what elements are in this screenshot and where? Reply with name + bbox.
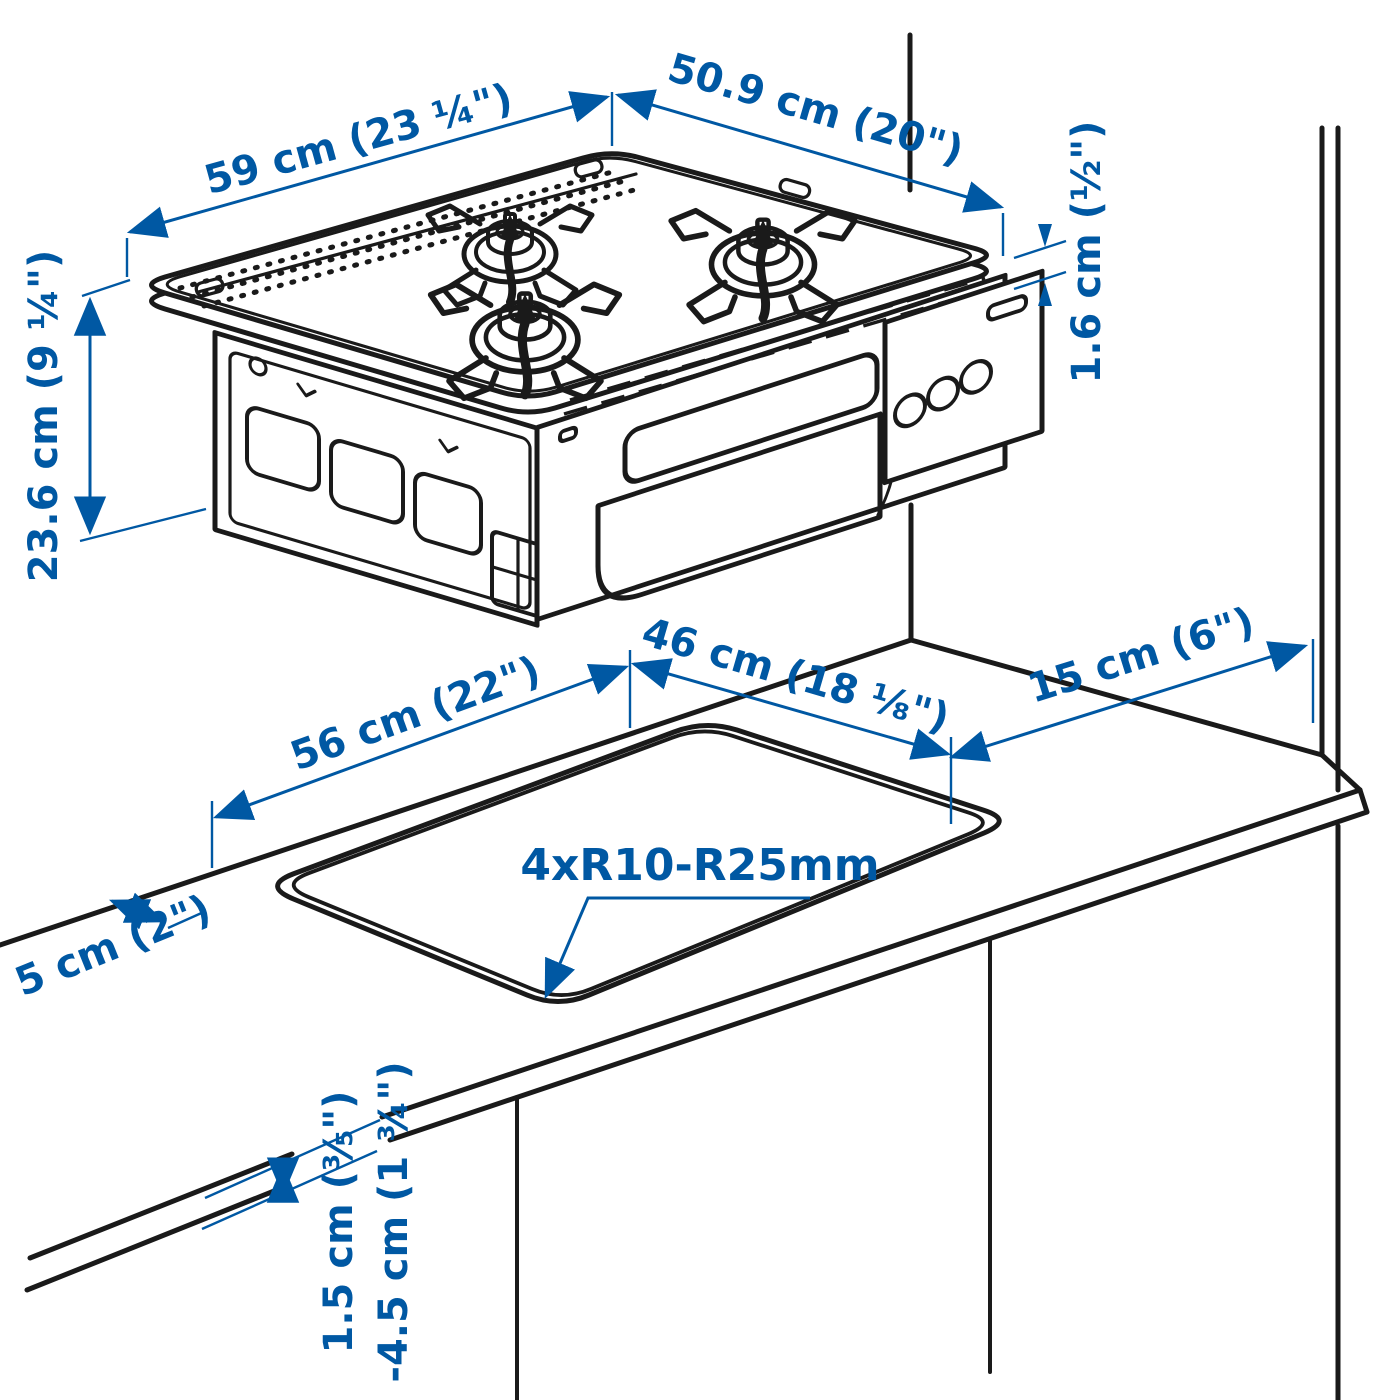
cutout-depth-label: 46 cm (18 ⅛")	[637, 609, 955, 742]
dim-hob-thickness: 1.6 cm (½")	[1013, 121, 1110, 384]
hob-depth-label: 50.9 cm (20")	[663, 45, 969, 174]
vent-slot	[413, 471, 483, 556]
small-slot	[558, 425, 578, 444]
grill-drawer	[595, 411, 883, 601]
hob-body-right	[534, 268, 1045, 623]
knob-icon	[926, 375, 960, 412]
vent-slot	[245, 406, 321, 492]
dim-back-clearance: 5 cm (2")	[9, 886, 218, 1006]
control-panel	[882, 268, 1045, 486]
dim-overhang: 1.5 cm (⅗") -4.5 cm (1 ¾")	[201, 1061, 417, 1383]
back-clearance-label: 5 cm (2")	[9, 886, 218, 1006]
glass-edge-dash	[563, 290, 980, 416]
overhang-max-label: -4.5 cm (1 ¾")	[371, 1061, 417, 1382]
dim-hob-height: 23.6 cm (9 ¼")	[21, 250, 207, 583]
hob-width-label: 59 cm (23 ¼")	[199, 75, 517, 204]
counter-front-edge-bottom	[387, 809, 1370, 1143]
corner-radius-label: 4xR10-R25mm	[520, 840, 879, 891]
counter-right-end	[1319, 752, 1363, 793]
knob-icon	[893, 392, 927, 429]
screw-icon	[248, 356, 268, 377]
counter-front-edge-top	[379, 787, 1363, 1120]
latch-mark	[296, 382, 317, 398]
band-slot	[194, 277, 225, 298]
right-clearance-label: 15 cm (6")	[1023, 599, 1260, 713]
wall-lines	[907, 32, 1341, 1400]
cabinet-front-top-edge	[27, 1151, 295, 1261]
hob-thickness-label: 1.6 cm (½")	[1064, 121, 1110, 384]
dim-right-clearance: 15 cm (6")	[948, 599, 1315, 762]
cutout-width-label: 56 cm (22")	[285, 647, 547, 780]
vent-slot	[329, 438, 405, 525]
hob-body-left	[212, 330, 546, 628]
latch-mark	[438, 438, 459, 454]
knob-icon	[959, 359, 993, 395]
grill-window	[622, 352, 880, 484]
dim-corner-radius: 4xR10-R25mm	[520, 840, 880, 999]
glass-edge-dash	[569, 276, 986, 402]
counter-right-end-face	[1357, 787, 1370, 815]
control-slot	[986, 294, 1028, 322]
cabinet-lines	[24, 937, 992, 1400]
countertop-drawing	[0, 637, 1370, 1400]
hob-drawing	[149, 151, 1045, 628]
cabinet-front-bottom-edge	[24, 1182, 292, 1293]
hob-height-label: 23.6 cm (9 ¼")	[21, 250, 67, 583]
hob-left-panel-inner	[228, 351, 532, 610]
overhang-min-label: 1.5 cm (⅗")	[316, 1091, 362, 1354]
